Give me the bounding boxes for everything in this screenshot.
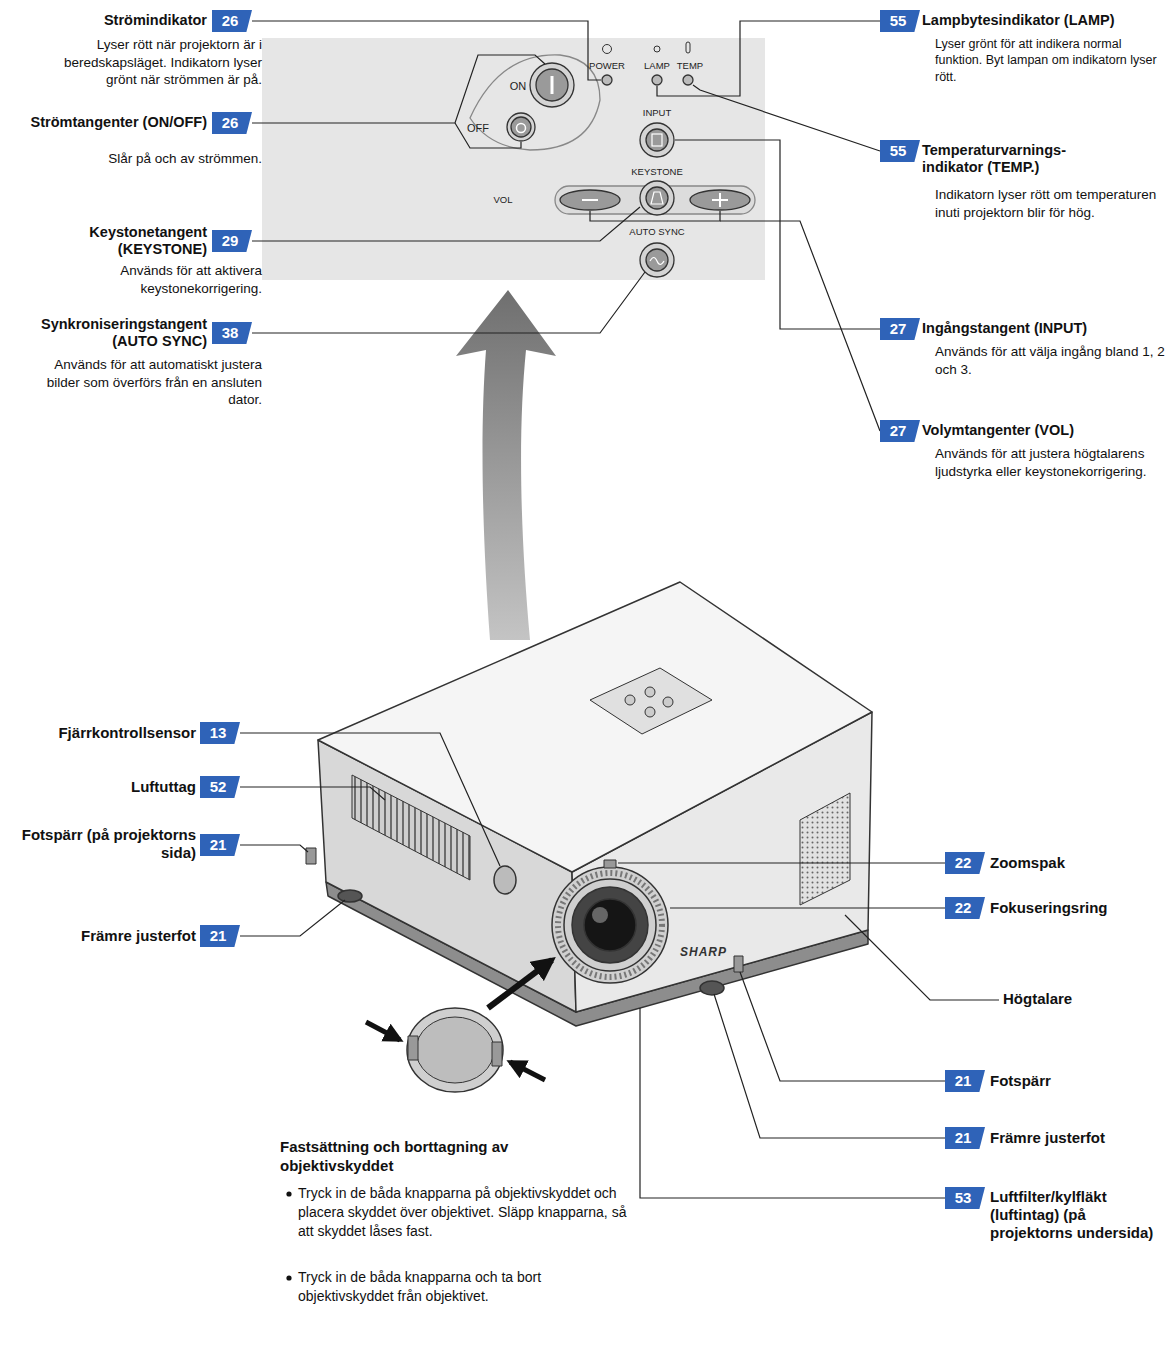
part-name: Högtalare	[1003, 990, 1168, 1008]
part-name: Ingångstangent (INPUT)	[922, 320, 1172, 337]
callout-number: 53	[945, 1187, 985, 1209]
panel-label: VOL	[493, 195, 512, 205]
part-name: Lampbytesindikator (LAMP)	[922, 12, 1172, 29]
callout-number: 22	[945, 897, 985, 919]
panel-label: KEYSTONE	[631, 167, 683, 177]
note-heading: Fastsättning och borttagning av objektiv…	[280, 1138, 620, 1176]
part-name: Temperaturvarnings-indikator (TEMP.)	[922, 142, 1122, 177]
leader-lines	[240, 21, 999, 1198]
part-name: Volymtangenter (VOL)	[922, 422, 1172, 439]
callout-number: 29	[212, 230, 252, 252]
part-name: Luftuttag	[4, 778, 196, 796]
callout-number: 55	[880, 10, 920, 32]
part-description: Lyser rött när projektorn är i beredskap…	[40, 36, 262, 89]
part-name: Synkroniseringstangent (AUTO SYNC)	[4, 316, 207, 351]
part-name: Luftfilter/kylfläkt (luftintag) (på proj…	[990, 1188, 1170, 1242]
part-description: Används för att automatiskt justera bild…	[40, 356, 262, 409]
part-name: Främre justerfot	[990, 1129, 1170, 1147]
control-panel: ON OFF POWER LAMP TEMP INPUT KEYSTONE VOL AUTO S…	[262, 38, 765, 280]
zoom-arrow	[456, 290, 556, 640]
panel-label: INPUT	[643, 108, 672, 118]
part-name: Zoomspak	[990, 854, 1170, 872]
bullet	[286, 1191, 291, 1196]
part-name: Fotspärr	[990, 1072, 1170, 1090]
callout-number: 55	[880, 140, 920, 162]
part-description: Används för att justera högtalarens ljud…	[935, 445, 1170, 480]
callout-number: 52	[200, 776, 240, 798]
part-name: Fjärrkontrollsensor	[4, 724, 196, 742]
callout-number: 21	[200, 834, 240, 856]
panel-label: OFF	[467, 123, 489, 134]
panel-label: TEMP	[677, 61, 703, 71]
part-name: Fokuseringsring	[990, 899, 1170, 917]
callout-number: 22	[945, 852, 985, 874]
callout-number: 27	[880, 318, 920, 340]
part-name: Keystonetangent (KEYSTONE)	[4, 224, 207, 259]
panel-label: LAMP	[644, 61, 670, 71]
part-description: Indikatorn lyser rött om temperaturen in…	[935, 186, 1170, 221]
lens-cap-arrows	[366, 960, 552, 1080]
projector-body	[306, 582, 872, 1092]
part-name: Strömtangenter (ON/OFF)	[4, 114, 207, 131]
note-text: Tryck in de båda knapparna och ta bort o…	[298, 1268, 628, 1306]
part-name: Främre justerfot	[4, 927, 196, 945]
bullet	[286, 1275, 291, 1280]
note-text: Tryck in de båda knapparna på objektivsk…	[298, 1184, 628, 1241]
part-name: Fotspärr (på projektorns sida)	[4, 826, 196, 862]
callout-number: 21	[200, 925, 240, 947]
panel-ground	[262, 38, 765, 280]
callout-number: 21	[945, 1070, 985, 1092]
part-description: Lyser grönt för att indikera normal funk…	[935, 36, 1170, 85]
callout-number: 21	[945, 1127, 985, 1149]
callout-number: 38	[212, 322, 252, 344]
callout-number: 26	[212, 112, 252, 134]
panel-label: ON	[510, 81, 527, 92]
part-description: Används för att välja ingång bland 1, 2 …	[935, 343, 1170, 378]
panel-label: AUTO SYNC	[629, 227, 684, 237]
callout-number: 13	[200, 722, 240, 744]
callout-number: 27	[880, 420, 920, 442]
panel-label: POWER	[589, 61, 625, 71]
brand-logo: SHARP	[680, 945, 727, 959]
callout-number: 26	[212, 10, 252, 32]
part-description: Slår på och av strömmen.	[40, 150, 262, 168]
panel-buttons	[470, 42, 755, 277]
part-name: Strömindikator	[4, 12, 207, 29]
part-description: Används för att aktivera keystonekorrige…	[40, 262, 262, 297]
